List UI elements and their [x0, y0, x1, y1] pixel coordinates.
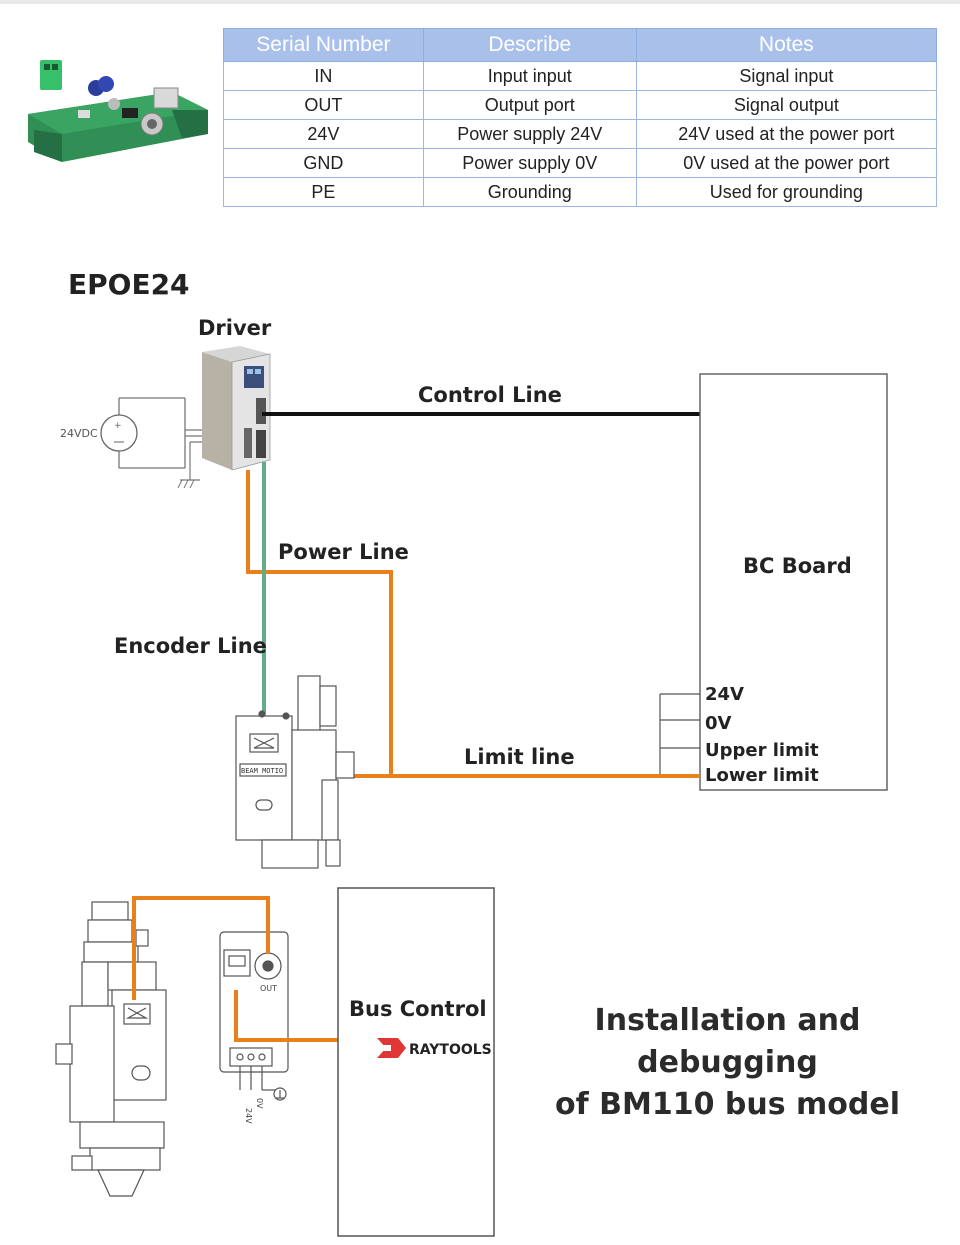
caption-line-1: Installation and debugging — [594, 1003, 861, 1080]
table-cell: 0V used at the power port — [635, 148, 938, 178]
table-header-row: Serial Number Describe Notes — [223, 28, 938, 62]
table-cell: 24V — [223, 119, 424, 149]
bus-control-cable — [234, 990, 338, 1042]
encoder-line-label: Encoder Line — [114, 634, 267, 658]
table-cell: Signal input — [635, 61, 938, 91]
supply-label: 24VDC — [60, 427, 98, 440]
bc-pin-lower-limit: Lower limit — [705, 765, 819, 786]
caption-line-2: of BM110 bus model — [555, 1087, 900, 1122]
cutting-head-illustration: BEAM MOTIO — [235, 675, 355, 869]
module-port-out: OUT — [260, 984, 277, 993]
head-badge: BEAM MOTIO — [241, 767, 283, 775]
bc-pin-0v: 0V — [705, 713, 732, 734]
table-row: OUT Output port Signal output — [223, 90, 938, 120]
table-cell: Grounding — [422, 177, 637, 207]
driver-label: Driver — [198, 316, 272, 340]
module-pin-0v: 0V — [255, 1098, 264, 1109]
servo-driver-illustration — [202, 346, 271, 471]
bc-pin-leads — [659, 693, 700, 776]
control-line-label: Control Line — [418, 383, 562, 407]
power-line — [246, 470, 700, 778]
header-serial-number: Serial Number — [223, 28, 424, 62]
top-divider — [0, 0, 960, 4]
module-pin-24v: 24V — [244, 1108, 253, 1124]
bc-board-label: BC Board — [743, 554, 852, 578]
svg-text:+: + — [114, 421, 122, 431]
installation-caption: Installation and debugging of BM110 bus … — [500, 1000, 955, 1126]
bus-control-label: Bus Control — [349, 997, 487, 1021]
pin-description-table: Serial Number Describe Notes IN Input in… — [223, 28, 938, 207]
bus-cutting-head-illustration — [55, 901, 167, 1197]
header-describe: Describe — [422, 28, 637, 62]
bc-pin-upper-limit: Upper limit — [705, 740, 819, 761]
raytools-logo-icon — [377, 1038, 406, 1058]
diagram-title: EPOE24 — [68, 268, 190, 301]
table-cell: Signal output — [635, 90, 938, 120]
table-row: 24V Power supply 24V 24V used at the pow… — [223, 119, 938, 149]
brand-label: RAYTOOLS — [409, 1042, 492, 1058]
table-cell: Power supply 24V — [422, 119, 637, 149]
table-cell: Used for grounding — [635, 177, 938, 207]
power-line-label: Power Line — [278, 540, 409, 564]
bc-pin-24v: 24V — [705, 684, 744, 705]
signal-module-photo — [28, 60, 208, 162]
table-cell: PE — [223, 177, 424, 207]
table-row: GND Power supply 0V 0V used at the power… — [223, 148, 938, 178]
table-cell: Input input — [422, 61, 637, 91]
table-cell: Output port — [422, 90, 637, 120]
table-row: IN Input input Signal input — [223, 61, 938, 91]
bc-board-box — [699, 373, 888, 791]
bus-head-cable — [132, 896, 270, 1000]
table-cell: OUT — [223, 90, 424, 120]
header-notes: Notes — [635, 28, 938, 62]
signal-module-illustration — [219, 931, 289, 1101]
limit-line-label: Limit line — [464, 745, 575, 769]
table-row: PE Grounding Used for grounding — [223, 177, 938, 207]
bus-control-box — [337, 887, 495, 1237]
